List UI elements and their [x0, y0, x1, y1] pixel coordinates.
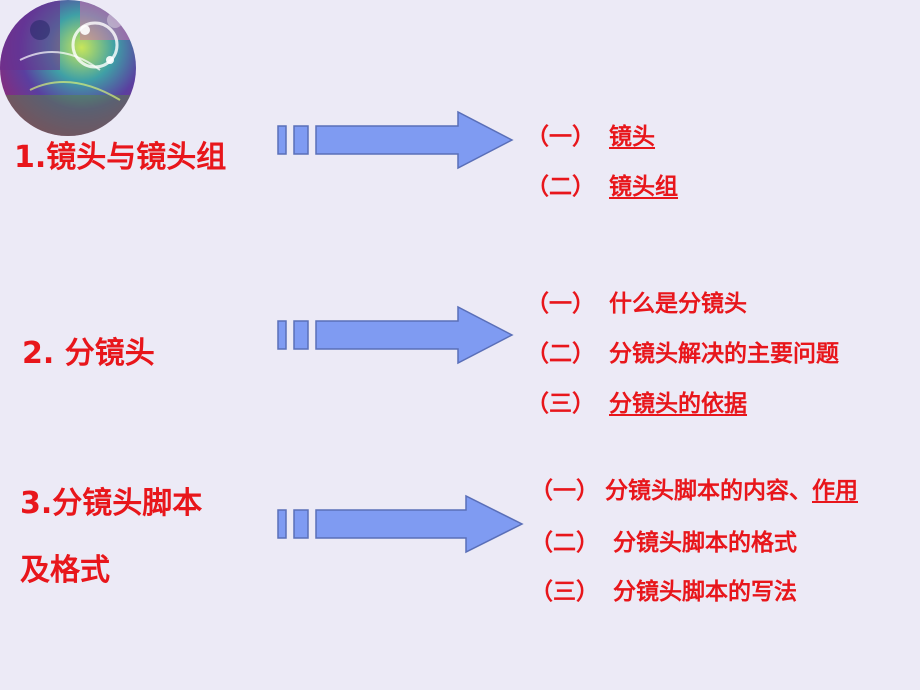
- list-item: （三） 分镜头的依据: [526, 393, 747, 416]
- section-2-heading: 2. 分镜头: [22, 336, 155, 371]
- list-item: （三） 分镜头脚本的写法: [530, 581, 797, 604]
- item-text: 分镜头脚本的写法: [613, 579, 798, 605]
- section-3-heading: 3.分镜头脚本: [20, 486, 203, 521]
- arrow-icon: [277, 305, 514, 365]
- list-item: （二） 镜头组: [526, 176, 678, 199]
- item-text: 分镜头解决的主要问题: [609, 341, 840, 367]
- list-item: （二） 分镜头解决的主要问题: [526, 343, 839, 366]
- item-number: （三）: [530, 579, 599, 605]
- item-number: （二）: [526, 341, 595, 367]
- list-item: （一） 什么是分镜头: [526, 293, 747, 316]
- decorative-logo: [0, 0, 136, 136]
- list-item: （二） 分镜头脚本的格式: [530, 532, 797, 555]
- item-link[interactable]: 分镜头的依据: [609, 391, 748, 417]
- arrow-icon: [277, 110, 514, 170]
- list-item: （一）分镜头脚本的内容、作用: [530, 480, 858, 503]
- list-item: （一） 镜头: [526, 126, 655, 149]
- item-number: （三）: [526, 391, 595, 417]
- item-number: （二）: [526, 174, 595, 200]
- item-text: 分镜头脚本的内容、: [605, 478, 812, 504]
- item-link[interactable]: 镜头: [609, 124, 656, 150]
- item-text: 分镜头脚本的格式: [613, 530, 798, 556]
- item-link[interactable]: 镜头组: [609, 174, 679, 200]
- arrow-icon: [277, 494, 524, 554]
- item-link[interactable]: 作用: [812, 478, 858, 504]
- item-number: （一）: [530, 478, 599, 504]
- section-1-heading: 1.镜头与镜头组: [14, 140, 227, 175]
- item-number: （二）: [530, 530, 599, 556]
- item-number: （一）: [526, 291, 595, 317]
- section-3-heading-line2: 及格式: [20, 553, 110, 588]
- item-number: （一）: [526, 124, 595, 150]
- item-text: 什么是分镜头: [609, 291, 748, 317]
